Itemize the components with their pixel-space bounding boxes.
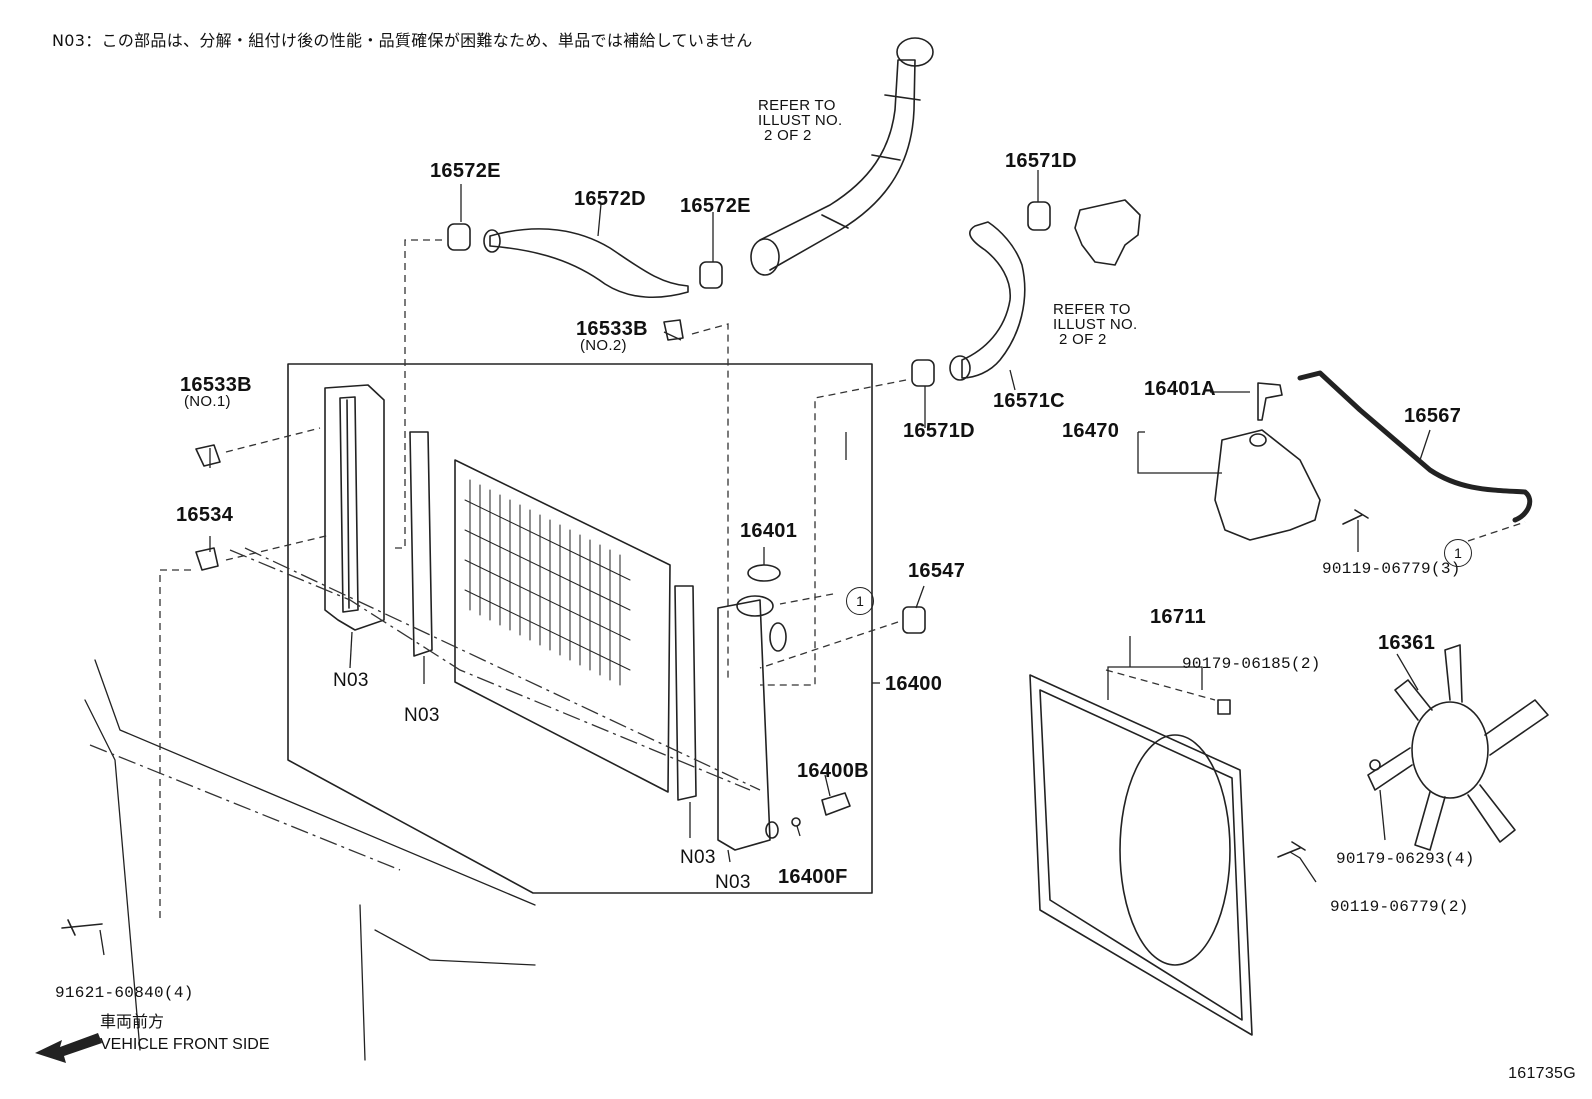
label-16711: 16711	[1150, 606, 1207, 628]
label-16547: 16547	[908, 560, 966, 582]
label-16571d-top: 16571D	[1005, 150, 1077, 172]
label-16571c: 16571C	[993, 390, 1065, 412]
front-arrow	[35, 1033, 102, 1063]
shroud-opening	[1119, 734, 1231, 966]
overflow-hose	[1297, 370, 1533, 523]
vehicle-front-label: 車両前方 VEHICLE FRONT SIDE	[100, 1014, 270, 1053]
right-seal	[674, 585, 697, 801]
outlet-pipe	[759, 59, 916, 271]
label-16534: 16534	[176, 504, 234, 526]
reservoir-cap	[1257, 382, 1283, 421]
o-ring	[791, 817, 801, 827]
label-16533b-no1: 16533B	[180, 374, 252, 396]
radiator-cap	[747, 564, 781, 582]
label-16401: 16401	[740, 520, 798, 542]
label-n03-right-seal: N03	[680, 847, 716, 868]
label-16533b-no2: 16533B	[576, 318, 648, 340]
filler-neck	[736, 595, 774, 617]
thermostat-housing	[1074, 199, 1141, 266]
bolt-91621	[61, 919, 103, 936]
bolt-90119-2	[1277, 841, 1306, 858]
label-n03-right-tank: N03	[715, 872, 751, 893]
outlet-flange	[896, 37, 934, 67]
label-16401a: 16401A	[1144, 378, 1216, 400]
vehicle-body	[84, 659, 536, 1061]
label-16572e-right: 16572E	[680, 195, 751, 217]
cooling-fan	[1367, 644, 1549, 851]
drain-plug	[902, 606, 926, 634]
label-16572e-left: 16572E	[430, 160, 501, 182]
label-16533b-no2-sub: (NO.2)	[580, 337, 627, 354]
label-16400: 16400	[885, 673, 943, 695]
label-91621-60840-4: 91621-60840(4)	[55, 984, 194, 1002]
label-16567: 16567	[1404, 405, 1462, 427]
lower-hose-end	[949, 355, 971, 381]
label-16400f: 16400F	[778, 866, 848, 888]
reservoir-tank	[1214, 429, 1321, 541]
label-16572d: 16572D	[574, 188, 646, 210]
n03-note: N03：この部品は、分解・組付け後の性能・品質確保が困難なため、単品では補給して…	[52, 31, 753, 50]
bolt-16533b-no1	[195, 444, 221, 467]
clamp-16571d-top	[1027, 201, 1051, 231]
label-n03-left-tank: N03	[333, 670, 369, 691]
lower-hose	[961, 221, 1026, 379]
illustration-id: 161735G	[1508, 1065, 1576, 1082]
fan-nut	[1369, 759, 1381, 771]
circle-ref-radiator: 1	[846, 587, 874, 615]
fan-shroud	[1029, 674, 1253, 1036]
drain-cock	[821, 792, 851, 816]
label-90119-06779-3: 90119-06779(3)	[1322, 560, 1461, 578]
label-16571d-low: 16571D	[903, 420, 975, 442]
clamp-16572e-left	[447, 223, 471, 251]
clamp-16571d-low	[911, 359, 935, 387]
radiator-core	[454, 459, 671, 793]
bolt-16534	[195, 547, 219, 571]
label-16361: 16361	[1378, 632, 1436, 654]
label-16533b-no1-sub: (NO.1)	[184, 393, 231, 410]
label-16470: 16470	[1062, 420, 1120, 442]
bolt-90119-3	[1342, 509, 1369, 525]
label-90179-06185-2: 90179-06185(2)	[1182, 655, 1321, 673]
core-fins	[464, 479, 631, 686]
upper-hose-end	[483, 229, 501, 253]
upper-hose	[489, 228, 689, 299]
label-90119-06779-2: 90119-06779(2)	[1330, 898, 1469, 916]
left-seal	[409, 431, 433, 657]
radiator-group-frame	[287, 363, 873, 894]
bolts	[61, 319, 1369, 936]
outlet-pipe-end	[750, 238, 780, 276]
nut-90179-06185	[1217, 699, 1231, 715]
label-90179-06293-4: 90179-06293(4)	[1336, 850, 1475, 868]
label-16400b: 16400B	[797, 760, 869, 782]
radiator-right-tank	[717, 599, 771, 851]
bolt-16533b-no2	[663, 319, 684, 341]
radiator-left-tank	[324, 384, 385, 631]
clamp-16572e-right	[699, 261, 723, 289]
label-n03-left-seal: N03	[404, 705, 440, 726]
circle-ref-overflow: 1	[1444, 539, 1472, 567]
